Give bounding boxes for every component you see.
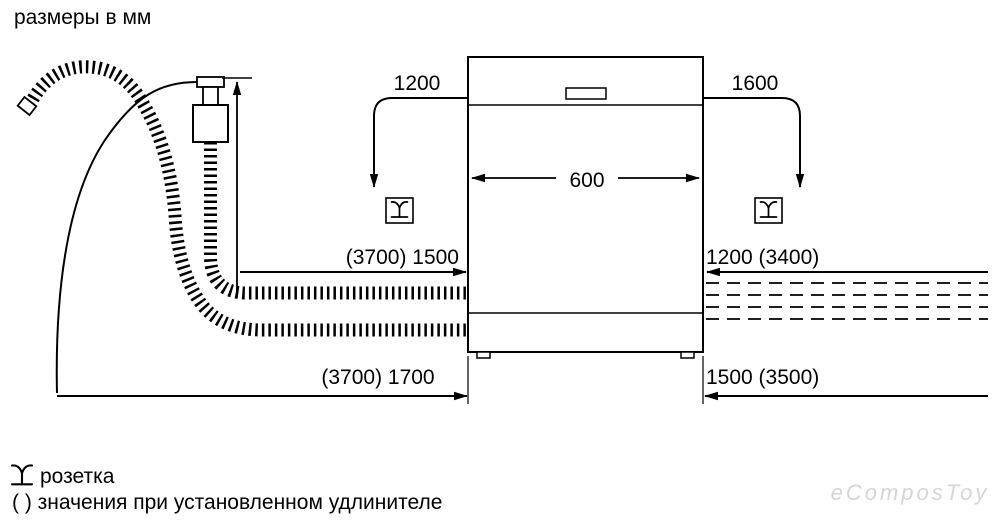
socket-box-right xyxy=(754,197,783,224)
display-window xyxy=(565,87,607,100)
aquastop-cap xyxy=(196,76,225,88)
dim-1700-label: (3700) 1700 xyxy=(321,366,434,389)
dim-1500-3500-label: 1500 (3500) xyxy=(706,366,819,389)
dim-1600-leader xyxy=(703,97,805,188)
legend: розетка ( ) значения при установленном у… xyxy=(10,464,442,514)
drain-hose-end-cap xyxy=(16,95,38,117)
socket-icon xyxy=(10,464,34,486)
left-foot xyxy=(476,351,491,359)
aquastop-neck xyxy=(202,86,219,106)
aquastop-box xyxy=(192,104,229,143)
legend-socket-label: розетка xyxy=(40,465,115,488)
watermark: eComposToy xyxy=(831,480,990,505)
dishwasher-body xyxy=(467,56,704,353)
dim-1200-label: 1200 xyxy=(394,72,441,95)
right-foot xyxy=(680,351,695,359)
dim-1200-left: 1200 xyxy=(369,72,468,224)
dim-1700-bottom-left: (3700) 1700 xyxy=(57,356,469,404)
dim-600-label: 600 xyxy=(569,169,604,192)
dim-1200-leader xyxy=(369,97,468,188)
inlet-hose-corrugated xyxy=(204,142,466,300)
dim-1600-right: 1600 xyxy=(703,72,805,224)
dim-1600-label: 1600 xyxy=(732,72,779,95)
hoses-group xyxy=(16,60,466,394)
page-title: размеры в мм xyxy=(14,6,151,29)
dim-1500-mid-left: (3700) 1500 xyxy=(240,246,467,277)
power-cable-line xyxy=(55,81,198,394)
dim-width-600: 600 xyxy=(471,169,700,192)
dim-1500-3500-bottom-right: 1500 (3500) xyxy=(702,356,988,404)
dim-1500-label: (3700) 1500 xyxy=(346,246,459,269)
dim-1200-3400-mid-right: 1200 (3400) xyxy=(706,246,988,320)
dishwasher xyxy=(467,56,704,359)
dim-1200-3400-label: 1200 (3400) xyxy=(706,246,819,269)
drain-hose-corrugated xyxy=(27,60,466,337)
legend-note: ( ) значения при установленном удлинител… xyxy=(12,491,442,514)
